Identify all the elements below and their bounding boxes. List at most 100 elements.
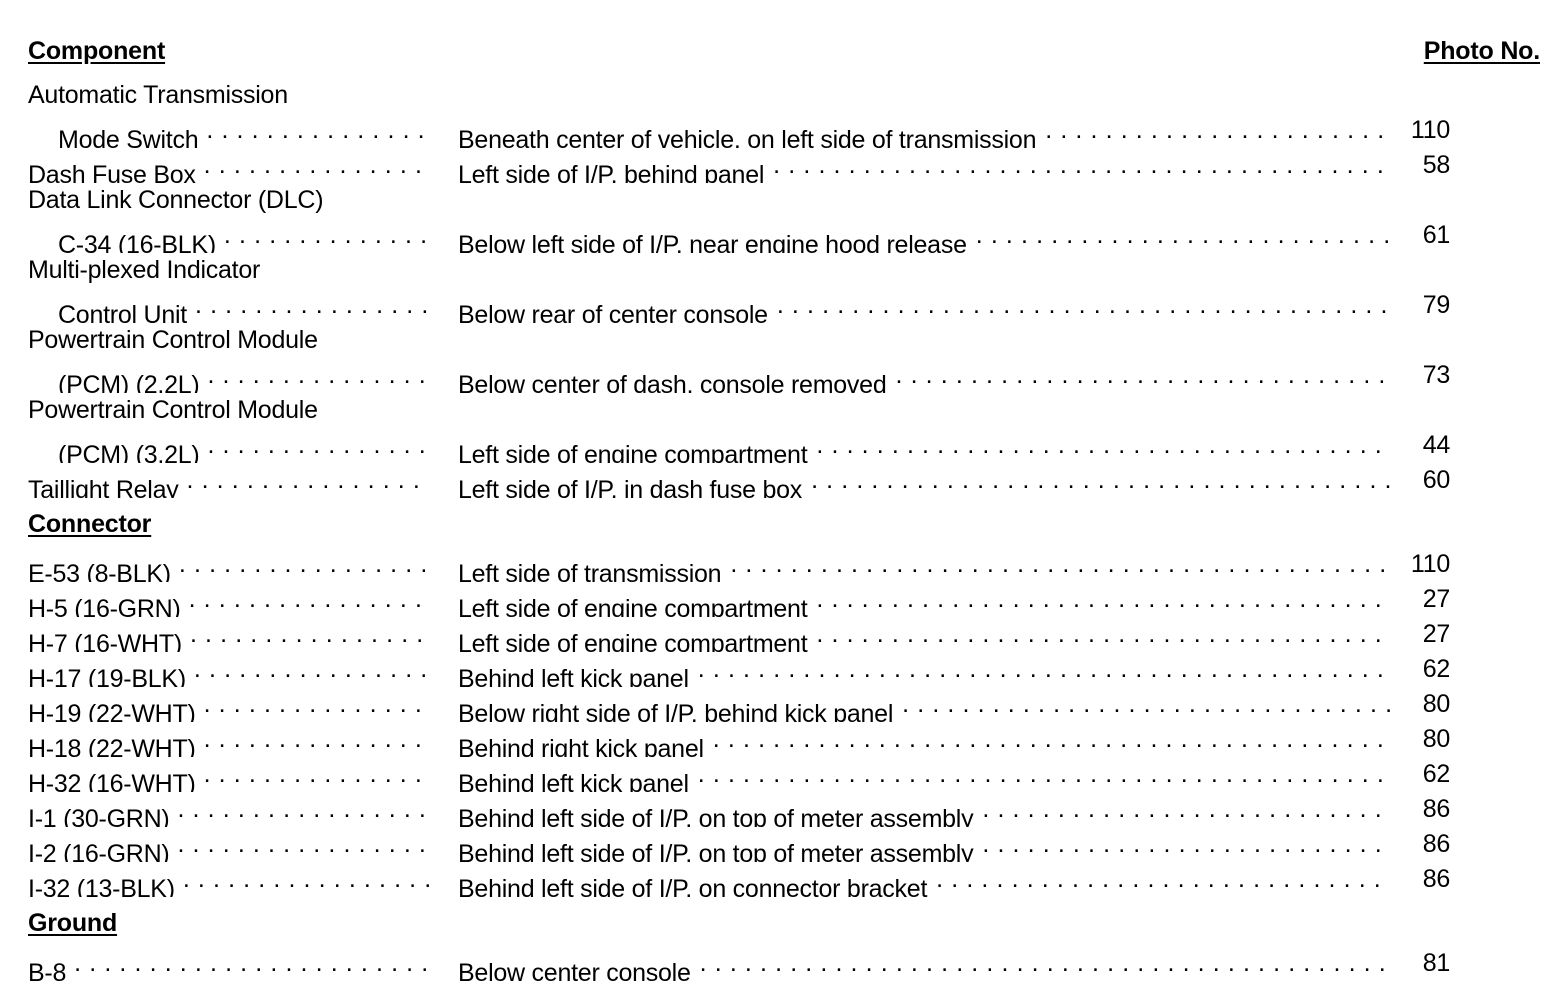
leader-dots xyxy=(811,463,1390,498)
location-description-label: Left side of engine compartment xyxy=(458,630,808,652)
table-row: Powertrain Control Module xyxy=(28,393,1450,428)
table-row: Control UnitBelow rear of center console… xyxy=(28,288,1450,323)
location-description-cell: Left side of engine compartment xyxy=(430,617,1390,652)
component-name-cell: I-32 (13-BLK) xyxy=(28,862,430,897)
table-row: I-32 (13-BLK) Behind left side of I/P, on… xyxy=(28,862,1450,897)
location-description-cell: Below right side of I/P, behind kick pan… xyxy=(430,687,1390,722)
component-name-cell: Dash Fuse Box xyxy=(28,148,430,183)
component-name-cell: B-8 xyxy=(28,946,430,981)
leader-dots xyxy=(698,652,1390,687)
photo-number-cell: 62 xyxy=(1422,655,1451,683)
photo-number-cell: 27 xyxy=(1422,585,1451,613)
location-description-cell: Beneath center of vehicle, on left side … xyxy=(430,113,1390,148)
component-name-cell: H-7 (16-WHT) xyxy=(28,617,430,652)
leader-dots xyxy=(206,113,430,148)
photo-number-cell: 86 xyxy=(1422,795,1451,823)
location-description-label: Below left side of I/P, near engine hood… xyxy=(458,231,967,253)
component-name-label: Automatic Transmission xyxy=(28,81,288,109)
location-description-label: Behind left side of I/P, on connector br… xyxy=(458,875,928,897)
photo-number-cell: 73 xyxy=(1422,361,1451,389)
component-name-label: Taillight Relay xyxy=(28,476,179,498)
leader-dots xyxy=(204,757,430,792)
leader-dots xyxy=(982,792,1390,827)
location-description-cell: Below center of dash, console removed xyxy=(430,358,1390,393)
location-description-label: Behind left kick panel xyxy=(458,770,689,792)
table-row: (PCM) (2.2L)Below center of dash, consol… xyxy=(28,358,1450,393)
location-description-label: Beneath center of vehicle, on left side … xyxy=(458,126,1037,148)
location-description-cell: Left side of engine compartment xyxy=(430,582,1390,617)
location-description-label: Behind left side of I/P, on top of meter… xyxy=(458,840,974,862)
location-description-label: Behind left kick panel xyxy=(458,665,689,687)
table-row: I-2 (16-GRN) Behind left side of I/P, on … xyxy=(28,827,1450,862)
table-row: H-5 (16-GRN) Left side of engine compartm… xyxy=(28,582,1450,617)
component-name-cell: Mode Switch xyxy=(28,113,430,148)
leader-dots xyxy=(816,617,1390,652)
photo-number-cell: 86 xyxy=(1422,865,1451,893)
location-description-label: Left side of transmission xyxy=(458,560,722,582)
component-name-label: H-18 (22-WHT) xyxy=(28,735,196,757)
leader-dots xyxy=(982,827,1390,862)
column-header-component: Component xyxy=(28,37,166,65)
table-row: Automatic Transmission xyxy=(28,78,1450,113)
table-row: E-53 (8-BLK) Left side of transmission 110 xyxy=(28,547,1450,582)
component-name-label: E-53 (8-BLK) xyxy=(28,560,171,582)
location-description-label: Below rear of center console xyxy=(458,301,768,323)
photo-number-cell: 110 xyxy=(1410,550,1450,578)
component-name-label: Powertrain Control Module xyxy=(28,396,318,424)
photo-number-cell: 80 xyxy=(1422,690,1451,718)
component-name-cell: Powertrain Control Module xyxy=(28,393,430,428)
table-row: H-32 (16-WHT)Behind left kick panel62 xyxy=(28,757,1450,792)
location-description-cell: Left side of I/P, in dash fuse box xyxy=(430,463,1390,498)
component-name-cell: Data Link Connector (DLC) xyxy=(28,183,430,218)
location-description-cell: Behind left kick panel xyxy=(430,757,1390,792)
component-name-label: H-7 (16-WHT) xyxy=(28,630,182,652)
component-name-label: I-1 (30-GRN) xyxy=(28,805,170,827)
location-description-cell: Left side of transmission xyxy=(430,547,1390,582)
component-name-cell: Multi-plexed Indicator xyxy=(28,253,430,288)
photo-number-cell: 60 xyxy=(1422,466,1451,494)
leader-dots xyxy=(204,687,430,722)
leader-dots xyxy=(177,827,430,862)
location-description-cell: Behind left kick panel xyxy=(430,652,1390,687)
table-row: H-19 (22-WHT)Below right side of I/P, be… xyxy=(28,687,1450,722)
photo-number-cell: 80 xyxy=(1422,725,1451,753)
leader-dots xyxy=(224,218,430,253)
component-name-cell: I-2 (16-GRN) xyxy=(28,827,430,862)
leader-dots xyxy=(183,862,430,897)
location-description-cell: Behind left side of I/P, on connector br… xyxy=(430,862,1390,897)
leader-dots xyxy=(936,862,1390,897)
component-name-cell: I-1 (30-GRN) xyxy=(28,792,430,827)
location-description-label: Below center console xyxy=(458,959,691,981)
location-description-label: Behind right kick panel xyxy=(458,735,704,757)
component-name-cell: H-32 (16-WHT) xyxy=(28,757,430,792)
table-row: Taillight Relay Left side of I/P, in dash… xyxy=(28,463,1450,498)
leader-dots xyxy=(816,428,1390,463)
location-description-label: Left side of I/P, in dash fuse box xyxy=(458,476,803,498)
table-row: Powertrain Control Module xyxy=(28,323,1450,358)
table-row: Multi-plexed Indicator xyxy=(28,253,1450,288)
leader-dots xyxy=(204,722,430,757)
location-description-label: Left side of engine compartment xyxy=(458,595,808,617)
table-row: I-1 (30-GRN)Behind left side of I/P, on … xyxy=(28,792,1450,827)
leader-dots xyxy=(1045,113,1390,148)
leader-dots xyxy=(74,946,430,981)
component-name-cell: C-34 (16-BLK) xyxy=(28,218,430,253)
leader-dots xyxy=(204,148,430,183)
location-description-cell: Below center console xyxy=(430,946,1390,981)
leader-dots xyxy=(189,582,430,617)
component-name-label: I-2 (16-GRN) xyxy=(28,840,170,862)
component-name-label: H-5 (16-GRN) xyxy=(28,595,181,617)
component-name-label: I-32 (13-BLK) xyxy=(28,875,175,897)
component-name-cell: Automatic Transmission xyxy=(28,78,430,113)
photo-number-cell: 58 xyxy=(1422,151,1451,179)
component-name-label: Multi-plexed Indicator xyxy=(28,256,261,284)
leader-dots xyxy=(179,547,430,582)
component-name-cell: H-18 (22-WHT) xyxy=(28,722,430,757)
table-row: H-7 (16-WHT) Left side of engine compartm… xyxy=(28,617,1450,652)
component-name-cell: E-53 (8-BLK) xyxy=(28,547,430,582)
table-row: Dash Fuse BoxLeft side of I/P, behind pa… xyxy=(28,148,1450,183)
location-description-cell: Below rear of center console xyxy=(430,288,1390,323)
component-name-cell: Taillight Relay xyxy=(28,463,430,498)
